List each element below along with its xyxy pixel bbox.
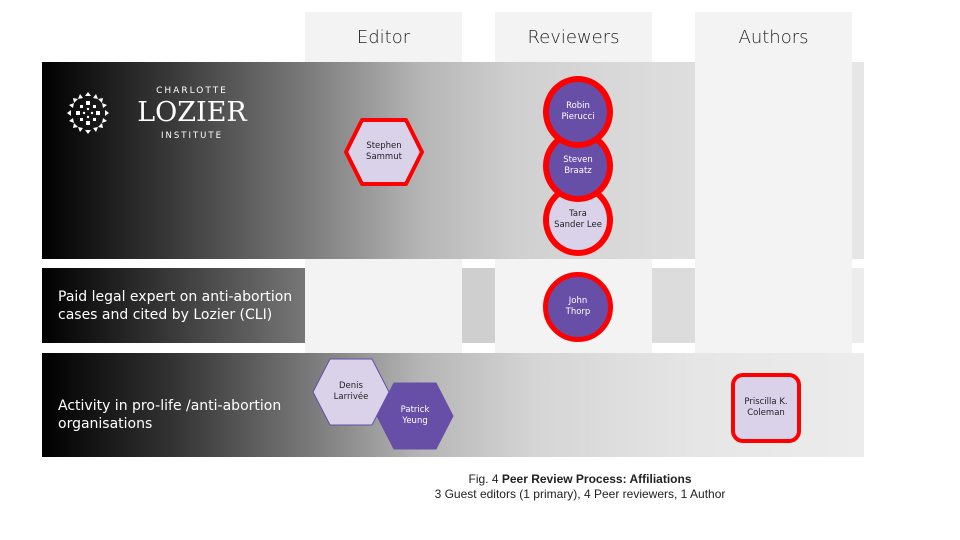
node-label: John Thorp xyxy=(565,296,591,317)
row2-gap-3 xyxy=(852,268,864,343)
node-label: Steven Braatz xyxy=(563,155,593,176)
logo-line-institute: INSTITUTE xyxy=(161,131,223,141)
row2-gap-1 xyxy=(462,268,495,343)
node-label: Tara Sander Lee xyxy=(554,209,602,230)
node-label: Patrick Yeung xyxy=(400,405,430,426)
row-label-paid-legal-expert: Paid legal expert on anti-abortion cases… xyxy=(58,289,293,323)
node-label: Robin Pierucci xyxy=(561,101,595,122)
node-denis-larrivee: Denis Larrivée xyxy=(312,358,390,426)
caption-title-line: Fig. 4 Peer Review Process: Affiliations xyxy=(360,472,800,487)
column-bg-authors xyxy=(695,12,852,353)
column-header-authors: Authors xyxy=(738,26,809,48)
row-prolife-activity xyxy=(42,353,864,457)
logo-line-lozier: LOZIER xyxy=(137,97,247,128)
column-header-reviewers: Reviewers xyxy=(527,26,620,48)
row-label-prolife-activity: Activity in pro-life /anti-abortion orga… xyxy=(58,398,282,432)
caption-subtitle: 3 Guest editors (1 primary), 4 Peer revi… xyxy=(434,487,726,501)
node-priscilla-coleman: Priscilla K. Coleman xyxy=(731,373,801,443)
starburst-logo-icon xyxy=(67,92,109,134)
node-label: Denis Larrivée xyxy=(333,381,369,402)
caption-title: Peer Review Process: Affiliations xyxy=(501,472,692,486)
node-label: Stephen Sammut xyxy=(366,141,402,162)
caption-prefix: Fig. 4 xyxy=(468,472,502,486)
node-john-thorp: John Thorp xyxy=(543,272,613,342)
node-stephen-sammut: Stephen Sammut xyxy=(343,117,425,187)
hexagon-shape-icon xyxy=(344,118,424,186)
hexagon-shape-icon xyxy=(312,358,390,426)
row2-editor-cell xyxy=(305,268,462,353)
node-label: Priscilla K. Coleman xyxy=(744,397,788,418)
figure-caption: Fig. 4 Peer Review Process: Affiliations… xyxy=(360,472,800,502)
column-header-editor: Editor xyxy=(356,26,411,48)
node-patrick-yeung: Patrick Yeung xyxy=(376,382,454,450)
hexagon-shape-icon xyxy=(376,382,454,450)
row2-gap-2 xyxy=(652,268,695,343)
logo-line-charlotte: CHARLOTTE xyxy=(156,86,228,96)
node-robin-pierucci: Robin Pierucci xyxy=(543,76,613,148)
